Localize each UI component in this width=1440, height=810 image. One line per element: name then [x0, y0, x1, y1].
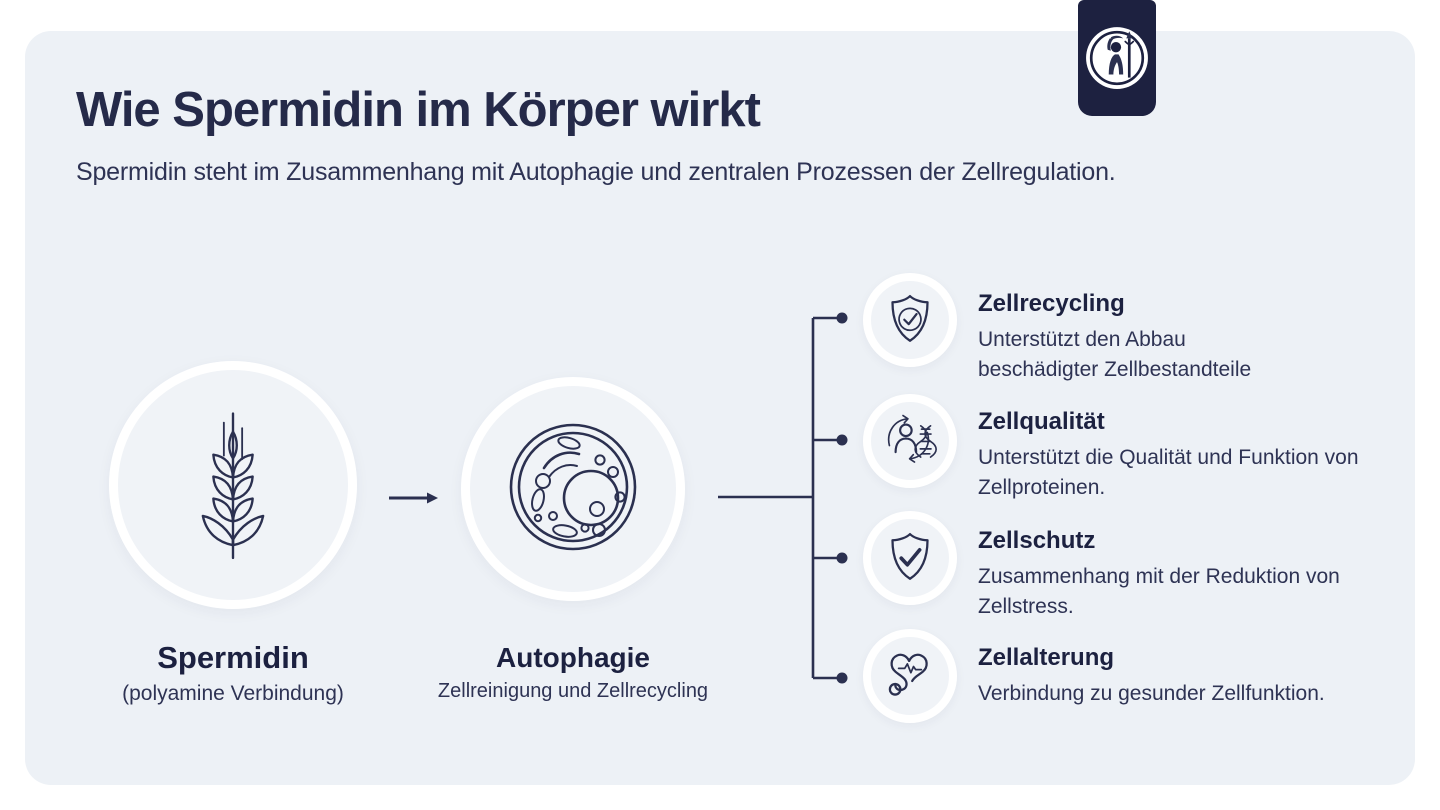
page-subtitle: Spermidin steht im Zusammenhang mit Auto…	[76, 158, 1116, 186]
zellschutz-icon-circle	[863, 511, 957, 605]
shield-check-icon	[882, 528, 938, 589]
branch-connector-lines	[718, 312, 848, 684]
athena-emblem-icon	[1084, 25, 1150, 91]
autophagie-subtitle: Zellreinigung und Zellrecycling	[437, 680, 709, 702]
branch-description: Zusammenhang mit der Reduktion von Zells…	[978, 565, 1340, 618]
flow-arrow-icon	[389, 492, 438, 504]
branch-description: Unterstützt den Abbau beschädigter Zellb…	[978, 328, 1252, 381]
branch-item: Zellschutz Zusammenhang mit der Reduktio…	[978, 527, 1398, 622]
branch-item: Zellqualität Unterstützt die Qualität un…	[978, 408, 1398, 503]
heart-pulse-icon	[882, 646, 938, 707]
brand-logo-tab	[1078, 0, 1156, 116]
wheat-icon	[201, 399, 265, 572]
autophagie-node-circle	[461, 377, 685, 601]
cell-icon	[507, 421, 639, 558]
branch-title: Zellalterung	[978, 644, 1115, 671]
branch-description: Verbindung zu gesunder Zellfunktion.	[978, 682, 1325, 705]
autophagie-label: Autophagie Zellreinigung und Zellrecycli…	[423, 642, 723, 703]
branch-title: Zellrecycling	[978, 290, 1125, 317]
shield-check-circle-icon	[882, 290, 938, 351]
branch-title: Zellschutz	[978, 527, 1096, 554]
spermidin-title: Spermidin	[157, 640, 309, 675]
zellqualitaet-icon-circle	[863, 394, 957, 488]
branch-item: Zellrecycling Unterstützt den Abbau besc…	[978, 290, 1398, 385]
autophagie-title: Autophagie	[496, 642, 650, 673]
zellrecycling-icon-circle	[863, 273, 957, 367]
person-dna-cycle-icon	[882, 411, 938, 472]
spermidin-subtitle: (polyamine Verbindung)	[122, 682, 344, 705]
spermidin-node-circle	[109, 361, 357, 609]
spermidin-label: Spermidin (polyamine Verbindung)	[83, 640, 383, 706]
zellalterung-icon-circle	[863, 629, 957, 723]
page-title: Wie Spermidin im Körper wirkt	[76, 83, 761, 137]
branch-item: Zellalterung Verbindung zu gesunder Zell…	[978, 644, 1398, 709]
branch-description: Unterstützt die Qualität und Funktion vo…	[978, 446, 1359, 499]
branch-title: Zellqualität	[978, 408, 1105, 435]
